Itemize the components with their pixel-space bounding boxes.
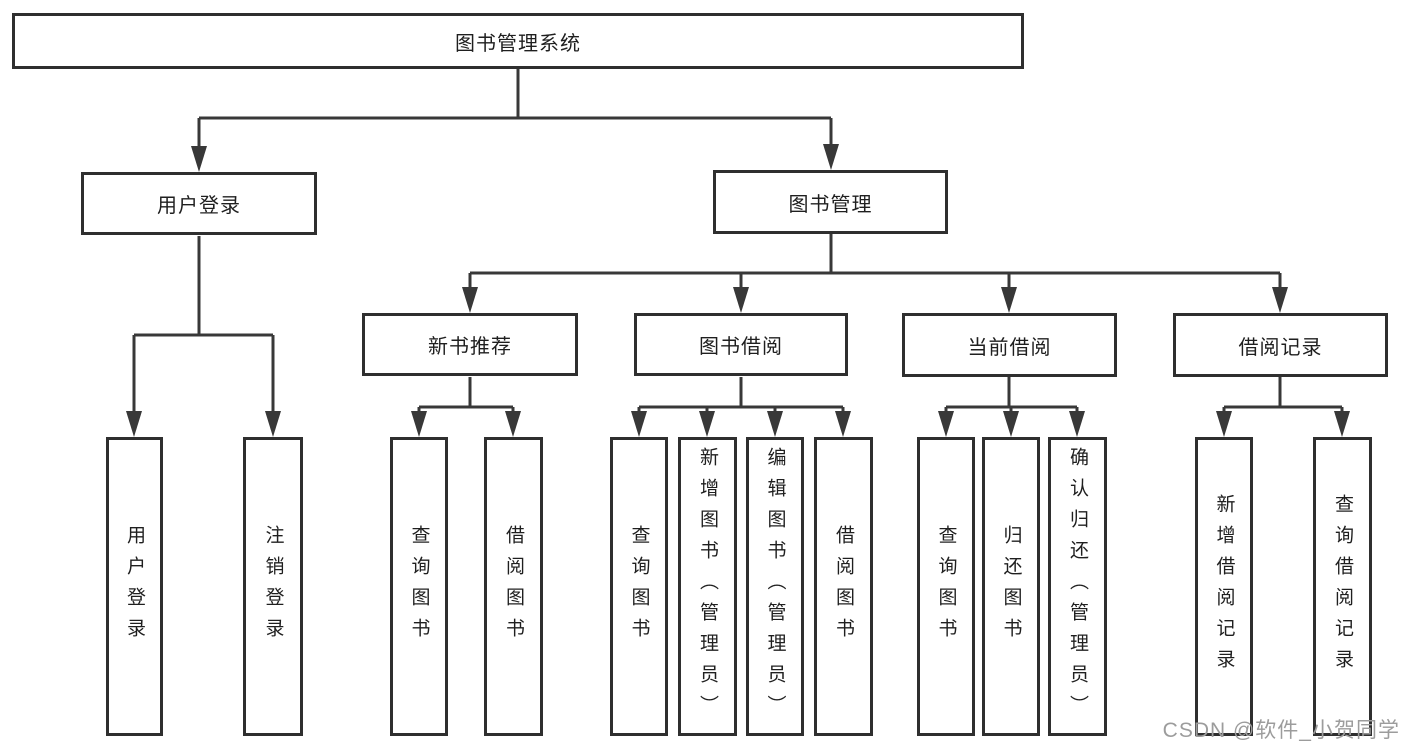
leaf-label: 借阅图书: [503, 524, 524, 649]
node-current-borrow: 当前借阅: [902, 313, 1117, 377]
node-label: 新书推荐: [428, 336, 512, 358]
node-borrow-records: 借阅记录: [1173, 313, 1388, 377]
leaf-label: 查询图书: [628, 524, 650, 649]
leaf-label: 查询图书: [935, 524, 957, 649]
leaf-label: 新增借阅记录: [1213, 493, 1235, 680]
node-root: 图书管理系统: [12, 13, 1024, 69]
leaf-label: 查询借阅记录: [1332, 493, 1353, 680]
leaf-confirm-return-admin: 确认归还（管理员）: [1048, 437, 1107, 736]
node-user-login: 用户登录: [81, 172, 317, 235]
leaf-query-books-recommend: 查询图书: [390, 437, 448, 736]
node-label: 图书借阅: [699, 336, 783, 358]
leaf-label: 查询图书: [408, 524, 430, 649]
node-book-borrow: 图书借阅: [634, 313, 848, 376]
leaf-query-borrow-record: 查询借阅记录: [1313, 437, 1372, 736]
node-book-management: 图书管理: [713, 170, 948, 234]
node-label: 图书管理: [788, 193, 873, 216]
node-label: 借阅记录: [1238, 336, 1323, 359]
leaf-label: 注销登录: [262, 524, 284, 649]
leaf-label: 用户登录: [124, 524, 145, 649]
csdn-watermark: CSDN @软件_小贺同学: [1162, 719, 1400, 742]
leaf-edit-book-admin: 编辑图书（管理员）: [746, 437, 804, 736]
leaf-query-books-current: 查询图书: [917, 437, 975, 736]
leaf-user-login: 用户登录: [106, 437, 163, 736]
leaf-logout: 注销登录: [243, 437, 303, 736]
arrowheads-down: [126, 144, 1350, 437]
leaf-borrow-books: 借阅图书: [814, 437, 873, 736]
leaf-label: 归还图书: [1000, 524, 1022, 649]
leaf-label: 借阅图书: [833, 524, 854, 649]
leaf-query-books-borrow: 查询图书: [610, 437, 668, 736]
node-label: 用户登录: [157, 195, 241, 217]
leaf-add-book-admin: 新增图书（管理员）: [678, 437, 737, 736]
leaf-label: 新增图书（管理员）: [697, 447, 718, 726]
leaf-label: 编辑图书（管理员）: [764, 447, 786, 726]
leaf-borrow-books-recommend: 借阅图书: [484, 437, 543, 736]
node-root-label: 图书管理系统: [455, 32, 581, 55]
node-label: 当前借阅: [967, 336, 1052, 359]
leaf-label: 确认归还（管理员）: [1067, 447, 1088, 726]
node-new-book-recommend: 新书推荐: [362, 313, 578, 376]
leaf-add-borrow-record: 新增借阅记录: [1195, 437, 1253, 736]
leaf-return-book: 归还图书: [982, 437, 1040, 736]
